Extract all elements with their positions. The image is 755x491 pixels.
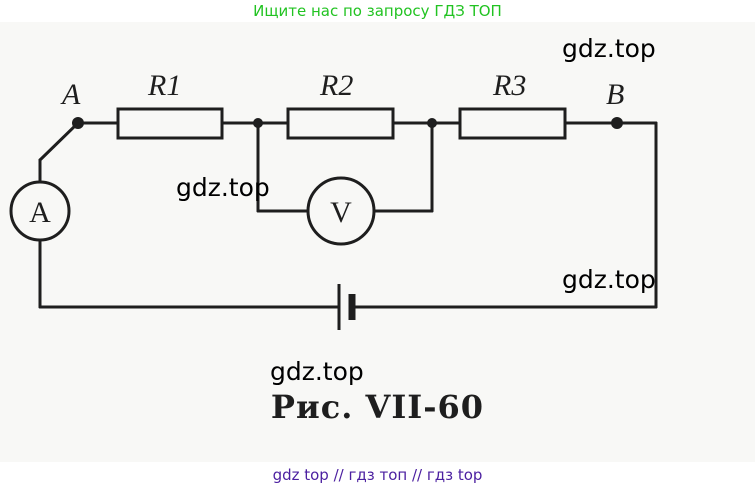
node-b <box>611 117 623 129</box>
figure-caption: Рис. VII-60 <box>270 388 485 426</box>
wire-left-diagonal <box>38 121 80 162</box>
label-r2: R2 <box>319 69 353 102</box>
watermark-text: gdz.top <box>176 173 270 202</box>
textbook-scan-background <box>0 22 755 462</box>
watermark-text: gdz.top <box>270 357 364 386</box>
node-a <box>72 117 84 129</box>
watermark-text: gdz.top <box>562 34 656 63</box>
ammeter-circle <box>9 180 71 242</box>
voltmeter-circle <box>306 176 376 246</box>
label-point-b: B <box>606 78 624 111</box>
watermark-text: gdz.top <box>562 265 656 294</box>
label-r1: R1 <box>147 69 181 102</box>
label-voltmeter: V <box>330 196 352 229</box>
resistor-r3 <box>458 107 567 140</box>
top-banner: Ищите нас по запросу ГДЗ ТОП <box>253 2 502 20</box>
label-point-a: A <box>60 78 81 111</box>
label-ammeter: A <box>29 196 51 229</box>
resistor-r2 <box>286 107 395 140</box>
node-r2-r3 <box>427 118 437 128</box>
footer-text: gdz top // гдз топ // гдз top <box>272 466 483 484</box>
label-r3: R3 <box>492 69 526 102</box>
resistor-r1 <box>116 107 224 140</box>
node-r1-r2 <box>253 118 263 128</box>
